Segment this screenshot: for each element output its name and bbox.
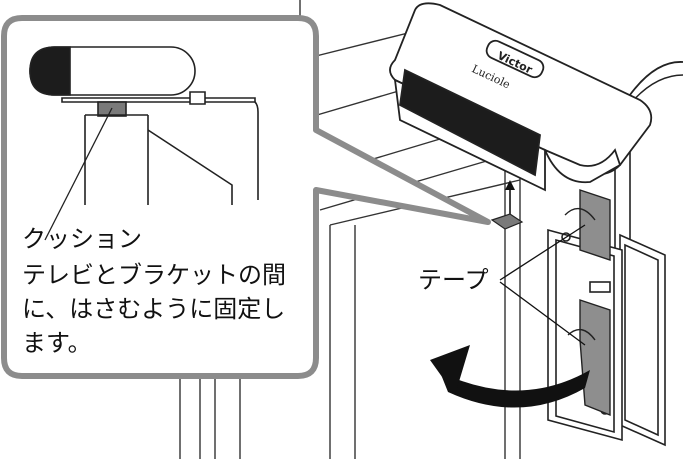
callout-description-line-1: テレビとブラケットの間 [22,261,286,289]
rotation-arrow [430,345,590,408]
cushion-indicator [490,180,524,230]
callout-description-line-3: ます。 [22,329,92,357]
camera-device [389,2,653,192]
cushion-label: クッション [22,225,142,253]
tape-strips [564,189,611,417]
callout-detail [29,46,259,241]
callout-description-line-2: に、はさむように固定し [22,295,286,323]
tape-leader-lines [499,224,586,346]
tape-label: テープ [418,266,489,294]
